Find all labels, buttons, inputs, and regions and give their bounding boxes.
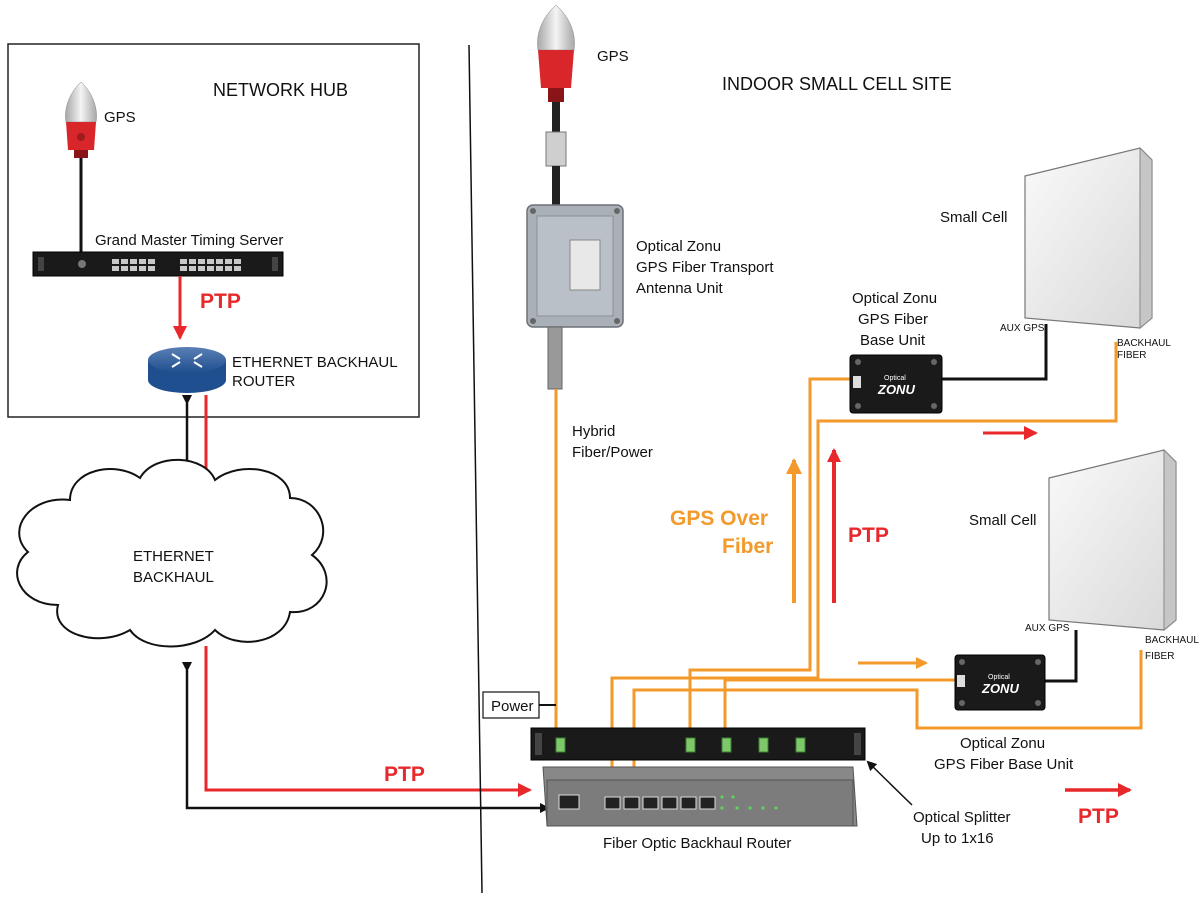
hub-ptp-label: PTP	[200, 290, 241, 313]
ptp-legend-label: PTP	[1078, 805, 1119, 828]
base-unit-top-logo-small: Optical	[884, 375, 906, 382]
base-unit-top-logo-big: ZONU	[877, 382, 915, 397]
network-hub-title: NETWORK HUB	[213, 80, 348, 100]
hub-gps-icon	[65, 81, 97, 255]
ethernet-router-icon	[148, 347, 226, 393]
site-gps-label: GPS	[597, 48, 629, 65]
gps-over-fiber-line2: Fiber	[722, 535, 773, 558]
small-cell-bottom	[1048, 448, 1177, 632]
aux-gps-cable-top	[942, 324, 1048, 381]
cloud-router-link	[182, 662, 550, 813]
fiber-router-label: Fiber Optic Backhaul Router	[603, 835, 791, 852]
backhaul-fiber-top-line1: BACKHAUL	[1117, 338, 1171, 349]
hybrid-line1: Hybrid	[572, 423, 615, 440]
base-unit-top-line2: GPS Fiber	[858, 311, 928, 328]
power-label: Power	[491, 698, 534, 715]
aux-gps-bottom-label: AUX GPS	[1025, 623, 1070, 634]
hub-gps-label: GPS	[104, 109, 136, 126]
base-unit-bottom-logo-small: Optical	[988, 674, 1010, 681]
base-unit-top: Optical ZONU	[849, 354, 943, 414]
router-label-line1: ETHERNET BACKHAUL	[232, 354, 398, 371]
ethernet-backhaul-cloud	[16, 458, 328, 648]
base-unit-bottom-line2: GPS Fiber Base Unit	[934, 756, 1074, 773]
bottom-ptp-label: PTP	[384, 763, 425, 786]
gps-fiber-antenna-unit	[526, 204, 624, 328]
aux-gps-top-label: AUX GPS	[1000, 323, 1045, 334]
antenna-unit-line2: GPS Fiber Transport	[636, 259, 774, 276]
cloud-router-ptp	[204, 646, 532, 797]
site-gps-icon	[537, 4, 575, 206]
cloud-label-line2: BACKHAUL	[133, 569, 214, 586]
router-label-line2: ROUTER	[232, 373, 296, 390]
small-cell-top-label: Small Cell	[940, 209, 1008, 226]
network-hub-frame	[7, 43, 420, 418]
hybrid-line2: Fiber/Power	[572, 444, 653, 461]
timing-server-label: Grand Master Timing Server	[95, 232, 283, 249]
small-cell-bottom-label: Small Cell	[969, 512, 1037, 529]
fiber-routes	[610, 342, 1143, 800]
base-unit-bottom: Optical ZONU	[954, 654, 1046, 711]
optical-splitter	[530, 727, 866, 761]
backhaul-fiber-bottom-line2: FIBER	[1145, 651, 1174, 662]
splitter-pointer	[866, 760, 913, 806]
fiber-optic-backhaul-router	[542, 766, 858, 827]
base-unit-bottom-logo-big: ZONU	[981, 681, 1019, 696]
backhaul-fiber-bottom-line1: BACKHAUL	[1145, 635, 1199, 646]
splitter-line2: Up to 1x16	[921, 830, 994, 847]
backhaul-fiber-top-line2: FIBER	[1117, 350, 1146, 361]
antenna-unit-line1: Optical Zonu	[636, 238, 721, 255]
divider	[468, 44, 483, 894]
small-cell-top	[1024, 146, 1153, 330]
site-title: INDOOR SMALL CELL SITE	[722, 74, 952, 94]
splitter-line1: Optical Splitter	[913, 809, 1011, 826]
cloud-label-line1: ETHERNET	[133, 548, 214, 565]
base-unit-top-line1: Optical Zonu	[852, 290, 937, 307]
base-unit-bottom-line1: Optical Zonu	[960, 735, 1045, 752]
antenna-unit-line3: Antenna Unit	[636, 280, 724, 297]
site-ptp-label: PTP	[848, 524, 889, 547]
aux-gps-cable-bottom	[1043, 630, 1078, 683]
timing-server	[32, 251, 284, 277]
base-unit-top-line3: Base Unit	[860, 332, 926, 349]
gps-over-fiber-line1: GPS Over	[670, 507, 768, 530]
hybrid-connector	[547, 326, 563, 390]
power-box	[482, 691, 540, 719]
